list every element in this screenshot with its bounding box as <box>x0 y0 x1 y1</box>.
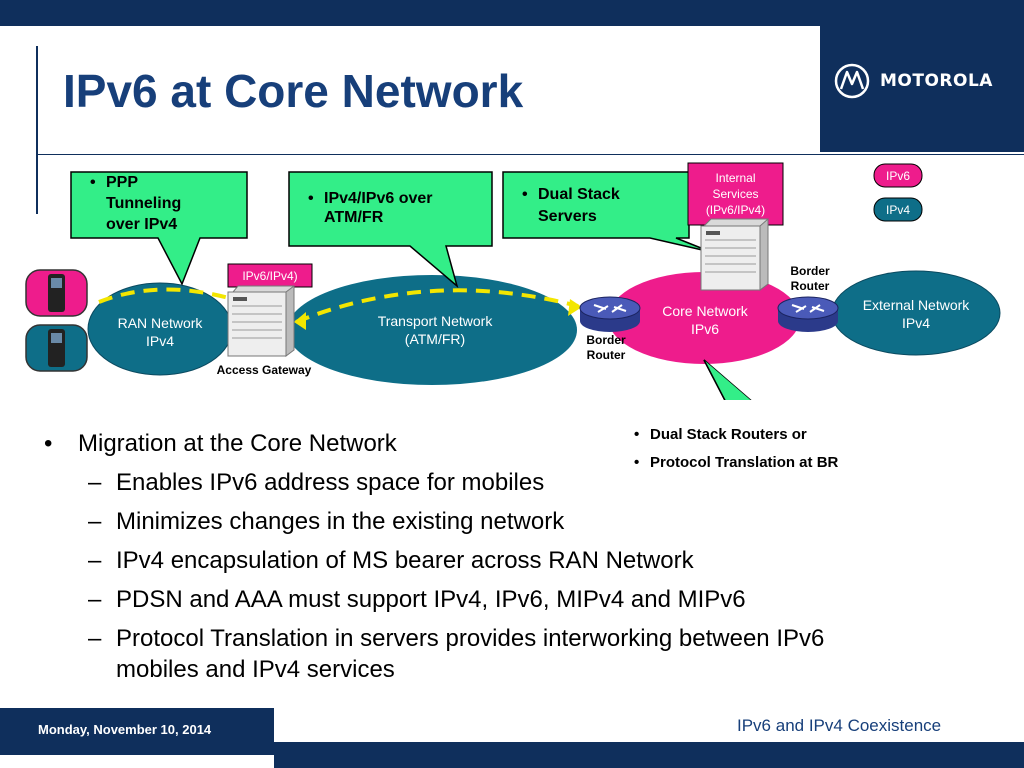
border-router-left-icon <box>579 296 641 332</box>
bullet-sub: –IPv4 encapsulation of MS bearer across … <box>88 547 694 574</box>
legend-ipv4-label: IPv4 <box>885 203 910 217</box>
callout-routers-bubble <box>703 359 752 400</box>
bullet-sub: –PDSN and AAA must support IPv4, IPv6, M… <box>88 586 746 613</box>
brand-name: MOTOROLA <box>880 71 993 91</box>
access-gateway-label: Access Gateway <box>216 363 312 377</box>
motorola-logo-icon <box>834 63 870 99</box>
bullet-sub: –Protocol Translation in servers provide… <box>88 625 825 683</box>
bullet-main: Migration at the Core Network <box>44 424 1004 463</box>
footer-date-panel <box>0 708 274 755</box>
bullet-sub: –Enables IPv6 address space for mobiles <box>88 469 545 496</box>
internal-services-tag <box>687 162 784 226</box>
internal-services-server-icon <box>700 217 769 291</box>
legend-ipv6-swatch <box>873 163 923 188</box>
gateway-tag-label: IPv6/IPv4) <box>242 269 298 283</box>
access-gateway-server-icon <box>227 285 295 357</box>
title-divider-vertical <box>36 46 38 214</box>
legend-ipv4-swatch <box>873 197 923 222</box>
slide-bullets: Migration at the Core Network –Enables I… <box>44 424 1004 685</box>
ppp-tunnel-dash <box>98 287 237 304</box>
core-network-ellipse <box>608 272 800 364</box>
transport-tunnel-dash <box>295 288 579 324</box>
footer-title: IPv6 and IPv4 Coexistence <box>737 716 942 735</box>
footer-line <box>274 742 1024 744</box>
legend-ipv6-label: IPv6 <box>885 169 910 183</box>
page-title: IPv6 at Core Network <box>63 65 524 117</box>
border-router-right-icon <box>777 296 839 332</box>
bullet-sub: –Minimizes changes in the existing netwo… <box>88 508 565 535</box>
footer-date: Monday, November 10, 2014 <box>38 722 212 737</box>
transport-network-ellipse <box>287 275 577 385</box>
footer-bar <box>274 744 1024 768</box>
transport-network-label: Transport Network(ATM/FR) <box>377 313 493 347</box>
title-divider-horizontal <box>36 154 1024 155</box>
